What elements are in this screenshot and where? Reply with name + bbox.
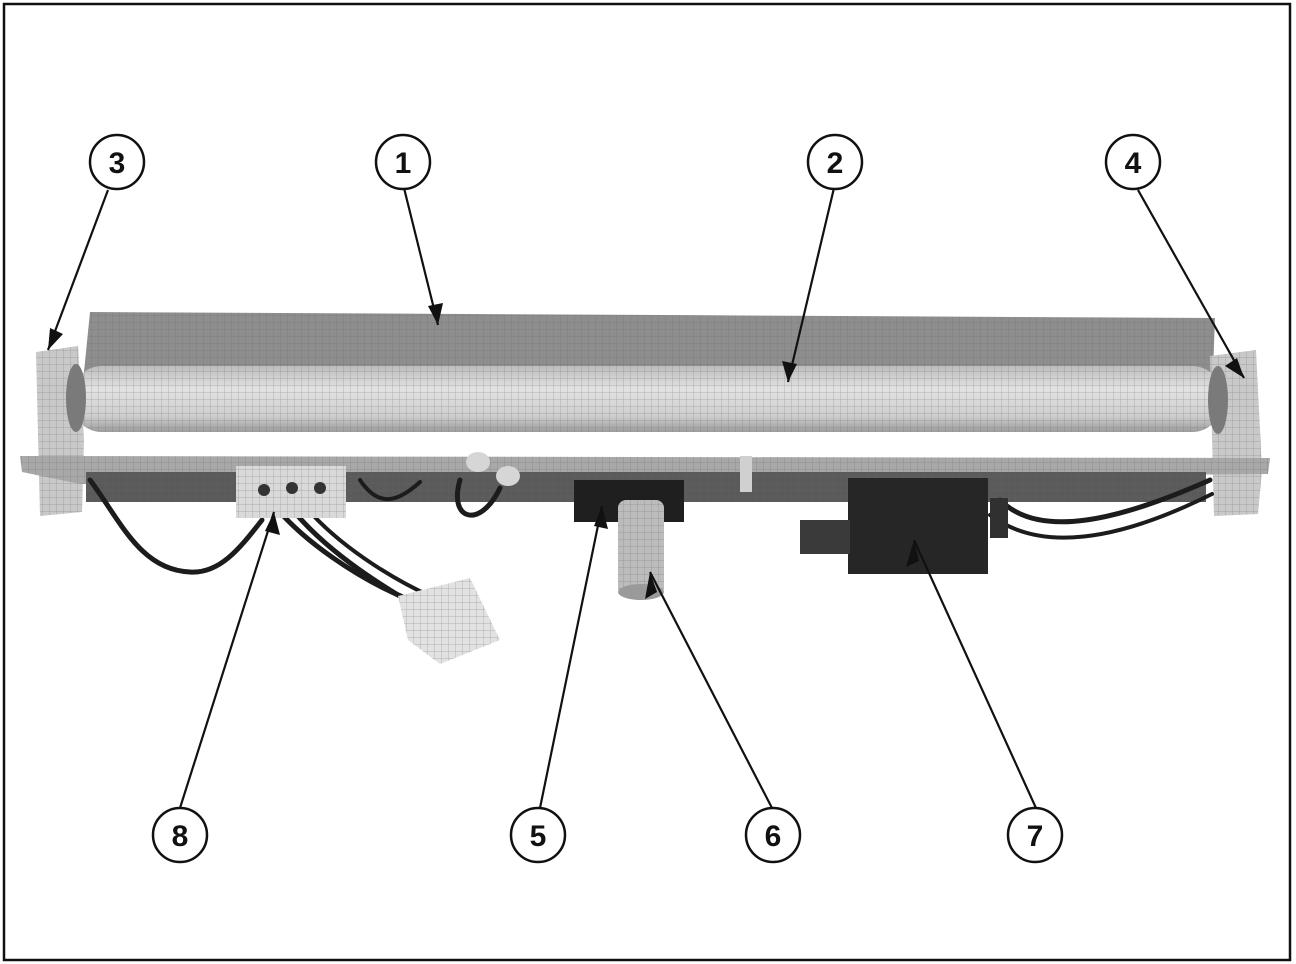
callout-4-label: 4 <box>1125 147 1142 180</box>
callout-7: 7 <box>1006 806 1064 864</box>
leader-6 <box>649 571 773 809</box>
callout-6-label: 6 <box>765 820 782 853</box>
leader-1 <box>402 187 440 326</box>
connector-plug <box>398 578 500 664</box>
callout-2-label: 2 <box>827 147 844 180</box>
callout-3-label: 3 <box>109 147 126 180</box>
wire-clip <box>740 456 752 492</box>
leader-arrowheads <box>48 303 1244 599</box>
callout-2: 2 <box>806 133 864 191</box>
leader-3 <box>46 189 110 351</box>
right-lampholder <box>1208 350 1262 516</box>
callout-6: 6 <box>744 806 802 864</box>
terminal-block <box>236 466 346 518</box>
leader-8 <box>178 511 276 809</box>
callout-5: 5 <box>509 806 567 864</box>
left-lampholder <box>36 346 86 516</box>
leader-5 <box>538 505 604 809</box>
callout-1-label: 1 <box>395 147 412 180</box>
callout-8-label: 8 <box>172 820 189 853</box>
leader-2 <box>786 187 836 383</box>
leader-7 <box>912 539 1038 809</box>
callout-5-label: 5 <box>530 820 547 853</box>
lamp-assembly-photo <box>20 312 1270 664</box>
leader-lines <box>46 187 1245 809</box>
callout-7-label: 7 <box>1027 820 1044 853</box>
callout-8: 8 <box>151 806 209 864</box>
callout-1: 1 <box>374 133 432 191</box>
leader-4 <box>1137 189 1245 379</box>
callout-3: 3 <box>88 133 146 191</box>
callout-4: 4 <box>1104 133 1162 191</box>
